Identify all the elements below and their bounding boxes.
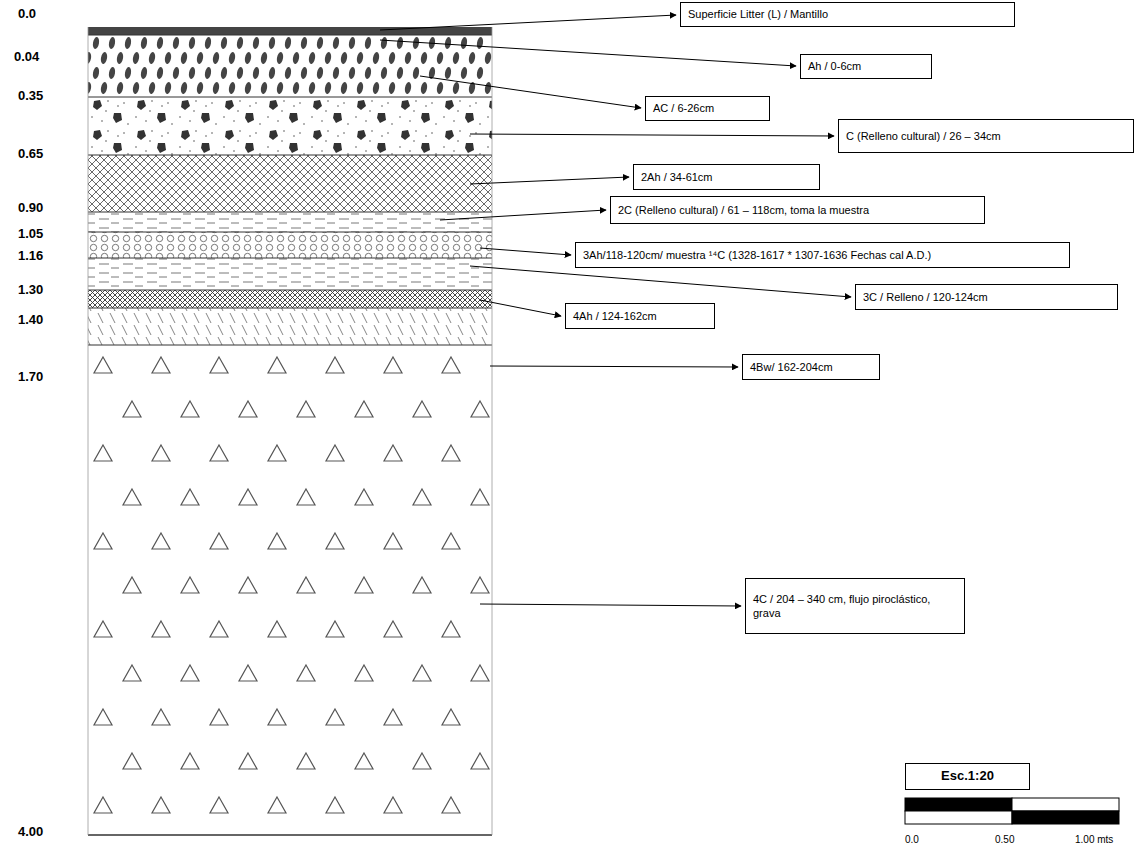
horizon-label-box: 3Ah/118-120cm/ muestra ¹⁴C (1328-1617 * …: [575, 242, 1070, 268]
horizon-label-box: 4Ah / 124-162cm: [565, 303, 715, 329]
horizon-label-box: AC / 6-26cm: [645, 96, 770, 121]
soil-layers: [88, 27, 492, 835]
horizon-label-text: 3C / Relleno / 120-124cm: [863, 290, 1110, 304]
horizon-label-text: Superficie Litter (L) / Mantillo: [688, 7, 1007, 21]
depth-label: 1.16: [18, 248, 43, 264]
scale-bar: [905, 798, 1119, 824]
depth-label: 1.30: [18, 282, 43, 298]
horizon-label-text: C (Relleno cultural) / 26 – 34cm: [846, 129, 1126, 143]
depth-label: 4.00: [18, 824, 43, 840]
depth-label: 1.40: [18, 312, 43, 328]
scale-label: 1.00 mts: [1075, 834, 1113, 846]
horizon-label-text: 4Ah / 124-162cm: [573, 309, 707, 323]
depth-label: 0.65: [18, 146, 43, 162]
depth-label: 0.90: [18, 200, 43, 216]
leader-lines: [380, 15, 851, 606]
horizon-label-box: C (Relleno cultural) / 26 – 34cm: [838, 119, 1134, 153]
depth-label: 0.04: [14, 49, 39, 65]
depth-label: 0.0: [18, 6, 36, 22]
depth-label: 1.70: [18, 369, 43, 385]
depth-label: 1.05: [18, 226, 43, 242]
horizon-label-box: 2Ah / 34-61cm: [633, 164, 820, 190]
scale-box: Esc.1:20: [905, 763, 1030, 790]
horizon-label-text: Ah / 0-6cm: [808, 59, 924, 73]
horizon-label-box: 4Bw/ 162-204cm: [742, 354, 880, 380]
horizon-label-box: 2C (Relleno cultural) / 61 – 118cm, toma…: [610, 196, 985, 224]
horizon-label-text: 2C (Relleno cultural) / 61 – 118cm, toma…: [618, 203, 977, 217]
horizon-label-box: Ah / 0-6cm: [800, 54, 932, 79]
scale-label: 0.0: [905, 834, 919, 846]
horizon-label-box: 3C / Relleno / 120-124cm: [855, 284, 1118, 310]
horizon-label-text: Esc.1:20: [941, 768, 994, 785]
horizon-label-text: 3Ah/118-120cm/ muestra ¹⁴C (1328-1617 * …: [583, 248, 1062, 262]
horizon-label-text: 2Ah / 34-61cm: [641, 170, 812, 184]
horizon-label-text: 4Bw/ 162-204cm: [750, 360, 872, 374]
horizon-label-box: Superficie Litter (L) / Mantillo: [680, 2, 1015, 27]
scale-label: 0.50: [995, 834, 1014, 846]
horizon-label-box: 4C / 204 – 340 cm, flujo piroclástico, g…: [745, 578, 965, 634]
horizon-label-text: 4C / 204 – 340 cm, flujo piroclástico, g…: [753, 592, 957, 621]
horizon-label-text: AC / 6-26cm: [653, 101, 762, 115]
depth-label: 0.35: [18, 88, 43, 104]
